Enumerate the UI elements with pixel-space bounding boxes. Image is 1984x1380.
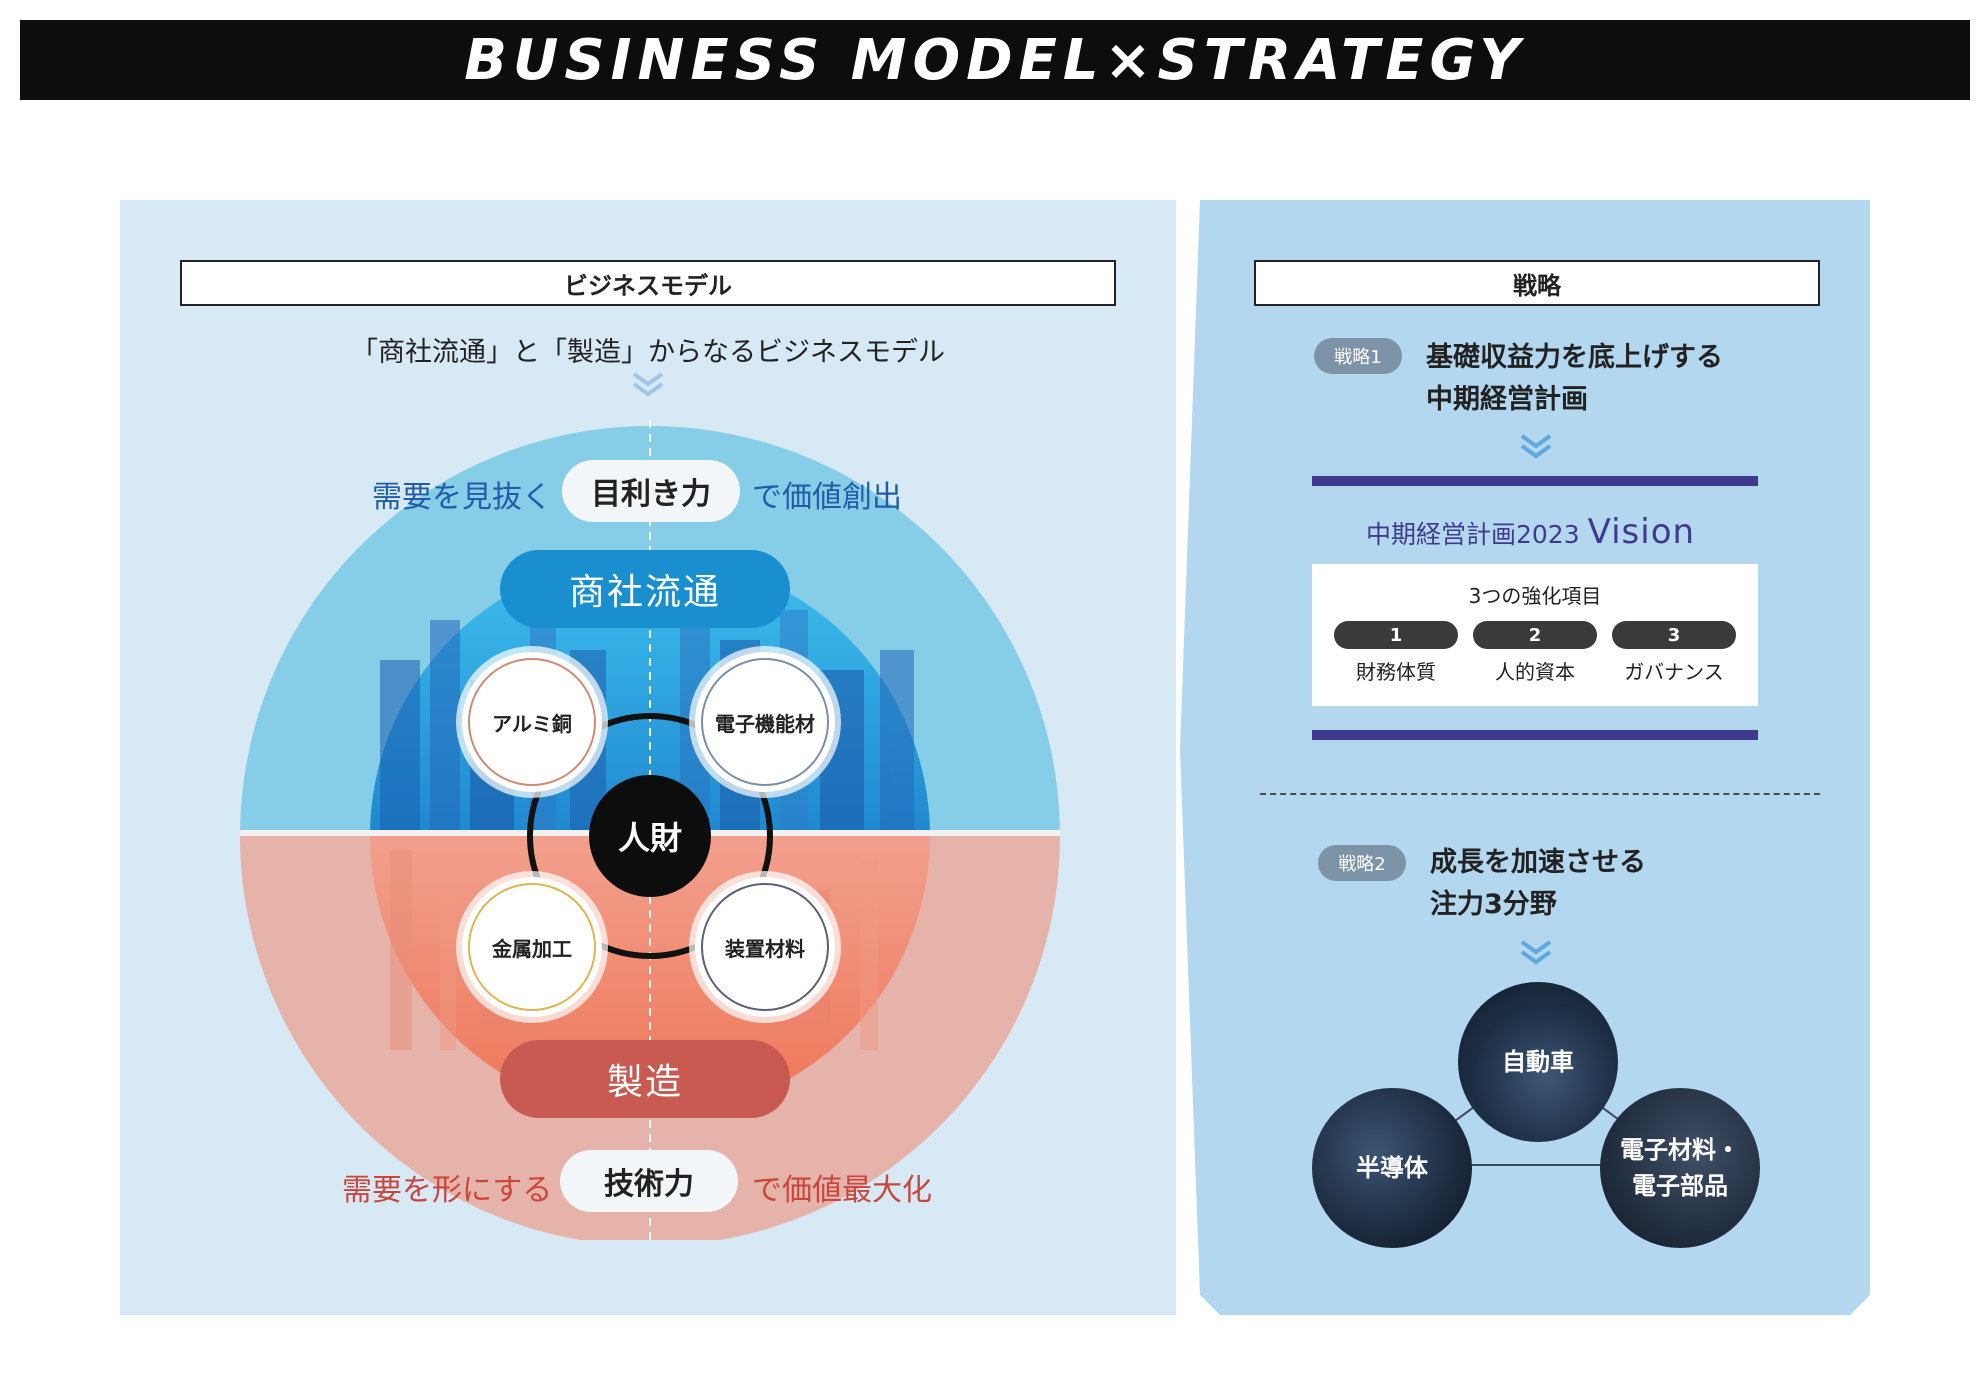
- business-model-subtitle: 「商社流通」と「製造」からなるビジネスモデル: [351, 337, 945, 368]
- chevron-down-icon: [1520, 434, 1552, 459]
- vision-title: 中期経営計画2023 Vision: [1366, 512, 1696, 552]
- bottom-tagline-right: で価値最大化: [752, 1173, 932, 1208]
- focus-items-title: 3つの強化項目: [1468, 584, 1602, 608]
- discernment-pill: 目利き力: [562, 460, 740, 522]
- vision-top-bar: [1312, 476, 1758, 486]
- item-label-governance: ガバナンス: [1624, 660, 1724, 684]
- item-label-financial: 財務体質: [1356, 660, 1436, 684]
- strategy-divider: [1260, 793, 1820, 795]
- talent-ring: [527, 713, 773, 959]
- title-banner: BUSINESS MODEL×STRATEGY: [20, 20, 1970, 100]
- node-equipment-materials: 装置材料: [695, 877, 835, 1017]
- node-aluminum-copper: アルミ銅: [462, 652, 602, 792]
- chevron-down-icon: [632, 372, 664, 397]
- strategy1-text: 基礎収益力を底上げする 中期経営計画: [1426, 342, 1723, 415]
- business-model-header: ビジネスモデル: [180, 260, 1116, 306]
- item-number-1: 1: [1334, 621, 1458, 649]
- top-tagline-right: で価値創出: [752, 480, 902, 515]
- strategy2-badge: 戦略2: [1318, 845, 1406, 881]
- talent-hub: 人財: [589, 775, 711, 897]
- strategy-header: 戦略: [1254, 260, 1820, 306]
- three-focus-items-box: 3つの強化項目 1 2 3 財務体質 人的資本 ガバナンス: [1312, 564, 1758, 706]
- field-semiconductor: 半導体: [1312, 1088, 1472, 1248]
- item-label-human-capital: 人的資本: [1495, 660, 1575, 684]
- strategy1-badge: 戦略1: [1314, 338, 1402, 374]
- node-metal-processing: 金属加工: [462, 877, 602, 1017]
- node-electronic-materials: 電子機能材: [695, 652, 835, 792]
- manufacturing-pill: 製造: [500, 1040, 790, 1118]
- technology-pill: 技術力: [560, 1150, 738, 1212]
- bottom-tagline-left: 需要を形にする: [342, 1173, 553, 1208]
- top-tagline-left: 需要を見抜く: [372, 480, 552, 515]
- banner-title: BUSINESS MODEL×STRATEGY: [464, 27, 1526, 93]
- item-number-2: 2: [1473, 621, 1597, 649]
- field-automotive: 自動車: [1458, 982, 1618, 1142]
- item-number-3: 3: [1612, 621, 1736, 649]
- chevron-down-icon: [1520, 940, 1552, 965]
- distribution-pill: 商社流通: [500, 550, 790, 628]
- vision-bottom-bar: [1312, 730, 1758, 740]
- strategy2-text: 成長を加速させる 注力3分野: [1430, 847, 1646, 920]
- field-electronic-materials: 電子材料・電子部品: [1600, 1088, 1760, 1248]
